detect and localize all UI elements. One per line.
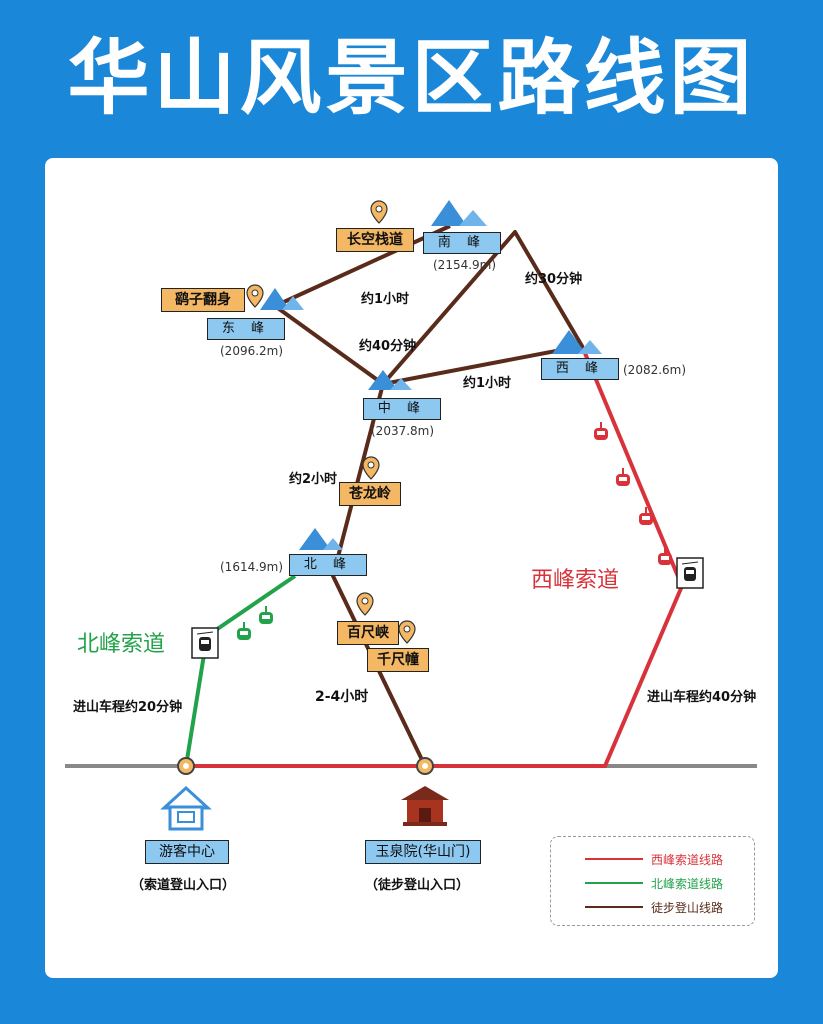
- hiking-route: [273, 224, 584, 767]
- node-dot: [183, 763, 189, 769]
- legend-row-west: 西峰索道线路: [551, 849, 754, 869]
- mountain-icon: [368, 370, 412, 390]
- peak-label-west: 西 峰: [541, 358, 619, 380]
- mountain-icon: [552, 330, 602, 354]
- time-south-east: 约1小时: [361, 292, 410, 307]
- location-pin-icon: [356, 592, 374, 616]
- cable-station-icon: [676, 557, 704, 589]
- peak-label-south: 南 峰: [423, 232, 501, 254]
- cable-car-icon: [259, 606, 273, 624]
- spot-label-changkong: 长空栈道: [336, 228, 414, 252]
- location-pin-icon: [370, 200, 388, 224]
- location-pin-icon: [398, 620, 416, 644]
- location-pin-icon: [246, 284, 264, 308]
- peak-label-middle: 中 峰: [363, 398, 441, 420]
- peak-elev-west: (2082.6m): [623, 363, 687, 377]
- spot-label-baichi: 百尺峡: [337, 621, 399, 645]
- entrance-label-visitor: 游客中心: [145, 840, 229, 864]
- entrance-sub-yuquan: （徒步登山入口）: [365, 878, 470, 893]
- location-pin-icon: [362, 456, 380, 480]
- node-dot: [422, 763, 428, 769]
- map-panel: 南 峰 (2154.9m) 东 峰 (2096.2m) 西 峰 (2082.6m…: [45, 158, 778, 978]
- legend-row-hike: 徒步登山线路: [551, 897, 754, 917]
- cable-car-icon: [594, 422, 608, 440]
- peak-label-north: 北 峰: [289, 554, 367, 576]
- cable-car-icon: [658, 547, 672, 565]
- legend-text-west: 西峰索道线路: [651, 853, 724, 867]
- spot-label-yaozi: 鹞子翻身: [161, 288, 245, 312]
- legend-text-hike: 徒步登山线路: [651, 901, 724, 915]
- time-east-middle: 约40分钟: [359, 339, 417, 354]
- map-title: 华山风景区路线图: [67, 31, 756, 126]
- legend-row-north: 北峰索道线路: [551, 873, 754, 893]
- cable-station-icon: [191, 627, 219, 659]
- north-cable-route: [184, 574, 297, 767]
- cable-car-icon: [237, 622, 251, 640]
- time-south-west: 约30分钟: [525, 272, 583, 287]
- temple-icon: [401, 786, 449, 826]
- legend: 西峰索道线路 北峰索道线路 徒步登山线路: [550, 836, 755, 926]
- legend-line-north: [585, 882, 643, 884]
- peak-label-east: 东 峰: [207, 318, 285, 340]
- cable-car-icon: [639, 507, 653, 525]
- legend-text-north: 北峰索道线路: [651, 877, 724, 891]
- peak-elev-east: (2096.2m): [220, 344, 284, 358]
- spot-label-canglong: 苍龙岭: [339, 482, 401, 506]
- time-middle-west: 约1小时: [463, 376, 512, 391]
- time-west-road: 进山车程约40分钟: [647, 690, 757, 705]
- peak-elev-middle: (2037.8m): [371, 424, 435, 438]
- entrance-label-yuquan: 玉泉院(华山门): [365, 840, 481, 864]
- spot-label-qianchi: 千尺幢: [367, 648, 429, 672]
- peak-elev-north: (1614.9m): [220, 560, 284, 574]
- entrance-sub-visitor: （索道登山入口）: [131, 878, 236, 893]
- mountain-icon: [260, 288, 304, 310]
- legend-line-west: [585, 858, 643, 860]
- time-north-road: 进山车程约20分钟: [73, 700, 183, 715]
- mountain-icon: [299, 528, 343, 550]
- legend-line-hike: [585, 906, 643, 908]
- west-cable-route: [186, 345, 685, 768]
- peak-elev-south: (2154.9m): [433, 258, 497, 272]
- time-middle-north: 约2小时: [289, 472, 338, 487]
- north-cableway-label: 北峰索道: [77, 632, 166, 657]
- west-cableway-label: 西峰索道: [531, 568, 620, 593]
- house-icon: [160, 785, 212, 831]
- cable-car-icon: [616, 468, 630, 486]
- mountain-icon: [431, 200, 487, 226]
- route-map: [65, 200, 757, 831]
- time-hike: 2-4小时: [315, 689, 369, 705]
